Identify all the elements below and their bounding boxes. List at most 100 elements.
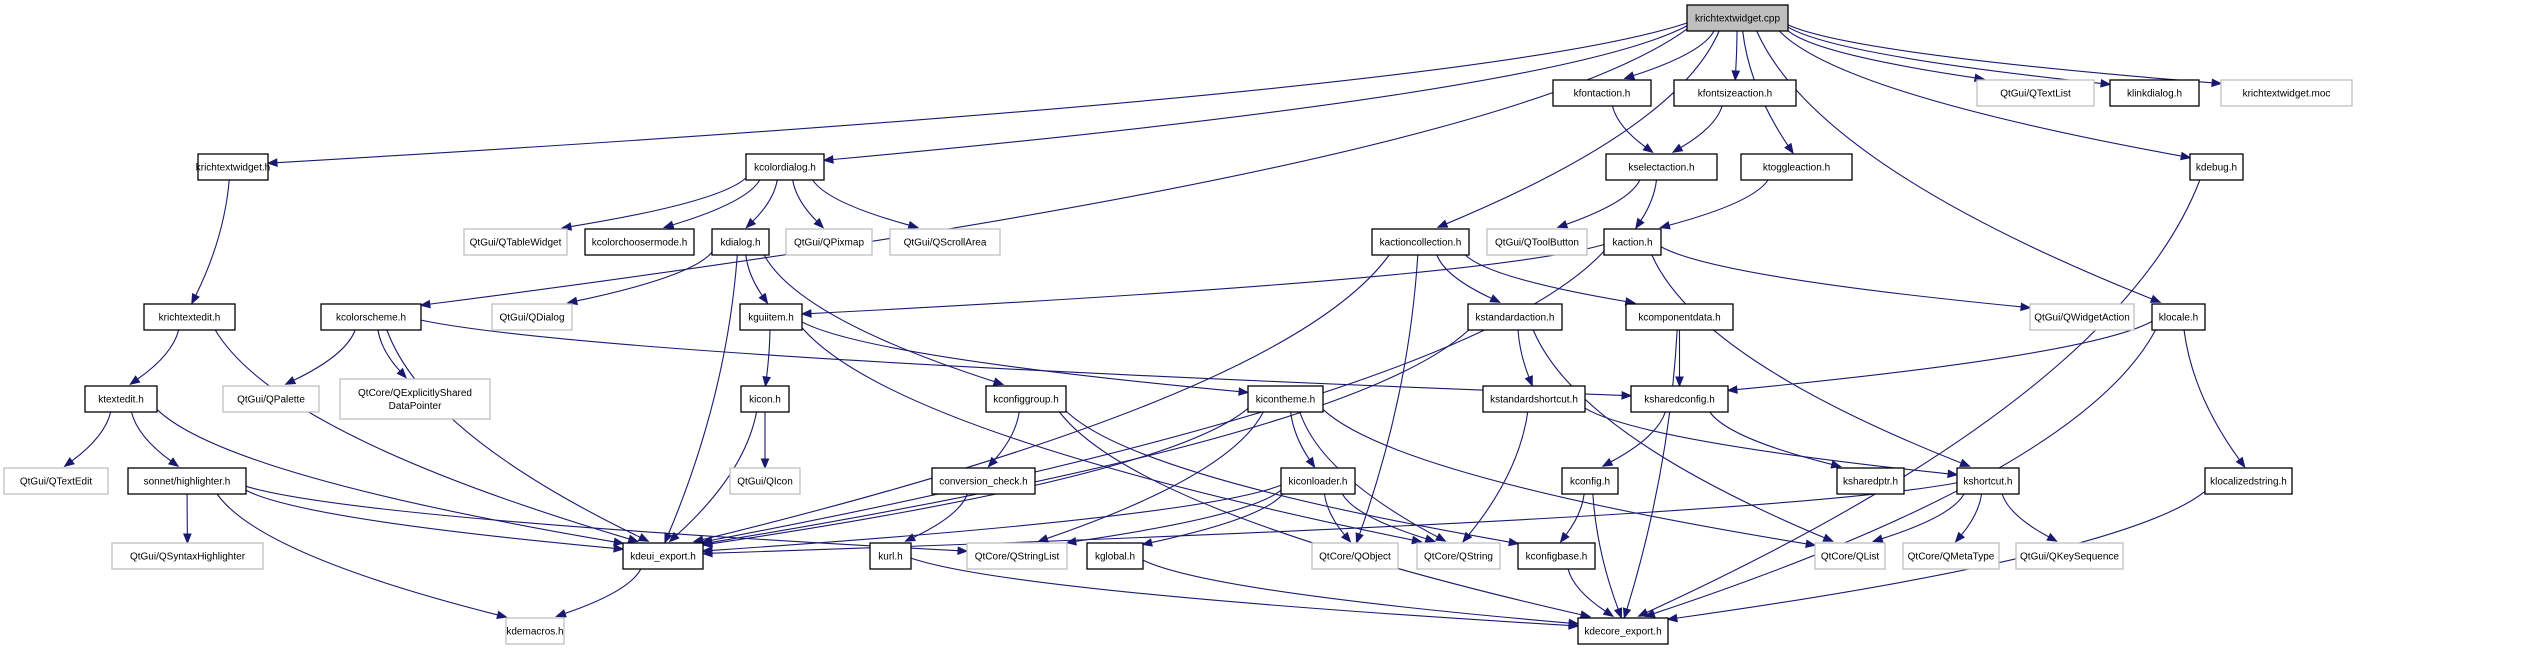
edge-klocale-to-klocalizedstring: [2183, 329, 2246, 469]
edge-kcolordialog-to-kdialog: [745, 179, 778, 229]
node-klocalizedstring[interactable]: klocalizedstring.h: [2204, 467, 2293, 495]
node-label: ktoggleaction.h: [1763, 163, 1830, 174]
node-kglobal[interactable]: kglobal.h: [1086, 542, 1144, 570]
arrowhead-icon: [701, 548, 713, 558]
node-label: kfontaction.h: [1574, 89, 1631, 100]
node-krichtextwidget-h[interactable]: krichtextwidget.h: [196, 153, 270, 181]
node-kconfigbase[interactable]: kconfigbase.h: [1517, 542, 1596, 570]
node-kurl[interactable]: kurl.h: [869, 542, 912, 570]
node-kselectaction[interactable]: kselectaction.h: [1605, 153, 1718, 181]
arrowhead-icon: [664, 532, 673, 544]
node-ktoggleaction[interactable]: ktoggleaction.h: [1740, 153, 1853, 181]
node-label: kshortcut.h: [1964, 477, 2013, 488]
node-kcomponentdata[interactable]: kcomponentdata.h: [1625, 303, 1734, 331]
node-moc: krichtextwidget.moc: [2220, 79, 2353, 107]
edge-line: [1640, 179, 1658, 221]
node-label: kguiitem.h: [748, 313, 794, 324]
node-kdemacros: kdemacros.h: [505, 617, 565, 645]
edge-line: [1668, 179, 1769, 226]
edge-line: [1653, 329, 2156, 615]
node-box: [931, 467, 1036, 495]
node-conversion-check[interactable]: conversion_check.h: [931, 467, 1036, 495]
edge-kstandardshortcut-to-kshortcut: [1584, 407, 1959, 479]
node-box: [2151, 303, 2206, 331]
edge-kicon-to-qicon: [760, 411, 770, 470]
node-ksharedptr[interactable]: ksharedptr.h: [1836, 467, 1905, 495]
arrowhead-icon: [2149, 294, 2162, 303]
node-label: DataPointer: [389, 401, 442, 412]
node-kstandardshortcut[interactable]: kstandardshortcut.h: [1482, 385, 1586, 413]
node-qtextlist: QtGui/QTextList: [1976, 79, 2095, 107]
node-kfontaction[interactable]: kfontaction.h: [1552, 79, 1652, 107]
node-box: [739, 303, 803, 331]
node-box: [1814, 542, 1886, 570]
node-kicon[interactable]: kicon.h: [740, 385, 790, 413]
edge-line: [2183, 329, 2240, 461]
node-kguiitem[interactable]: kguiitem.h: [739, 303, 803, 331]
node-qscrollarea: QtGui/QScrollArea: [889, 228, 1001, 256]
arrowhead-icon: [1621, 391, 1633, 400]
edge-line: [745, 254, 763, 296]
node-box: [222, 385, 320, 413]
node-kicontheme[interactable]: kicontheme.h: [1247, 385, 1324, 413]
node-kshortcut[interactable]: kshortcut.h: [1956, 467, 2020, 495]
arrowhead-icon: [1305, 456, 1316, 469]
node-kactioncollection[interactable]: kactioncollection.h: [1371, 228, 1470, 256]
edge-kaction-to-kshortcut: [1651, 254, 1971, 467]
node-kdialog[interactable]: kdialog.h: [711, 228, 770, 256]
node-kcolordialog[interactable]: kcolordialog.h: [745, 153, 825, 181]
edge-conversion_check-to-kurl: [904, 493, 968, 542]
node-ksharedconfig[interactable]: ksharedconfig.h: [1630, 385, 1729, 413]
node-qpalette: QtGui/QPalette: [222, 385, 320, 413]
arrowhead-icon: [668, 531, 680, 543]
node-krichtextedit[interactable]: krichtextedit.h: [143, 303, 236, 331]
edge-line: [156, 409, 615, 543]
node-kdecore-export[interactable]: kdecore_export.h: [1577, 617, 1669, 645]
node-box: [1902, 542, 2000, 570]
node-kfontsizeaction[interactable]: kfontsizeaction.h: [1673, 79, 1797, 107]
node-qtextedit: QtGui/QTextEdit: [3, 467, 109, 495]
node-box: [2109, 79, 2200, 107]
node-kconfig[interactable]: kconfig.h: [1561, 467, 1619, 495]
node-label: QtCore/QExplicitlyShared: [358, 388, 472, 399]
node-highlighter[interactable]: sonnet/highlighter.h: [127, 467, 247, 495]
edge-kguiitem-to-kicon: [762, 329, 771, 388]
arrowhead-icon: [1726, 385, 1738, 394]
node-kdeui-export[interactable]: kdeui_export.h: [622, 542, 704, 570]
node-kcolorscheme[interactable]: kcolorscheme.h: [320, 303, 422, 331]
arrowhead-icon: [1805, 539, 1817, 549]
node-kiconloader[interactable]: kiconloader.h: [1280, 467, 1356, 495]
arrowhead-icon: [1436, 219, 1449, 228]
node-box: [1311, 542, 1399, 570]
edge-kstandardaction-to-kstandardshortcut: [1517, 329, 1533, 387]
edge-highlighter-to-qstringlist: [245, 485, 969, 555]
edge-kiconloader-to-qstring: [1341, 493, 1437, 543]
node-label: kfontsizeaction.h: [1698, 89, 1773, 100]
node-kstandardaction[interactable]: kstandardaction.h: [1467, 303, 1563, 331]
edge-kglobal-to-kdecore_export: [1142, 559, 1580, 628]
node-kconfiggroup[interactable]: kconfiggroup.h: [985, 385, 1067, 413]
node-kcolorchoosermode[interactable]: kcolorchoosermode.h: [584, 228, 695, 256]
arrowhead-icon: [191, 292, 200, 305]
edge-line: [1787, 30, 1976, 79]
node-label: kurl.h: [878, 552, 902, 563]
node-label: kconfiggroup.h: [993, 395, 1059, 406]
node-klinkdialog[interactable]: klinkdialog.h: [2109, 79, 2200, 107]
node-klocale[interactable]: klocale.h: [2151, 303, 2206, 331]
arrowhead-icon: [1508, 537, 1520, 547]
edge-line: [702, 254, 1390, 541]
node-label: kdeui_export.h: [630, 552, 696, 563]
node-label: kstandardshortcut.h: [1490, 395, 1578, 406]
node-kaction[interactable]: kaction.h: [1603, 228, 1662, 256]
edge-ktoggleaction-to-kaction: [1659, 179, 1769, 230]
edge-line: [1059, 411, 1582, 616]
edge-kcolorscheme-to-kdeui_export: [386, 329, 650, 542]
node-root[interactable]: krichtextwidget.cpp: [1686, 4, 1789, 32]
node-kdebug[interactable]: kdebug.h: [2189, 153, 2244, 181]
arrowhead-icon: [907, 220, 920, 230]
node-ktextedit[interactable]: ktextedit.h: [84, 385, 158, 413]
arrowhead-icon: [1675, 376, 1684, 388]
arrowhead-icon: [1559, 531, 1570, 544]
edge-line: [812, 179, 910, 226]
edge-kselectaction-to-kaction: [1635, 179, 1658, 230]
